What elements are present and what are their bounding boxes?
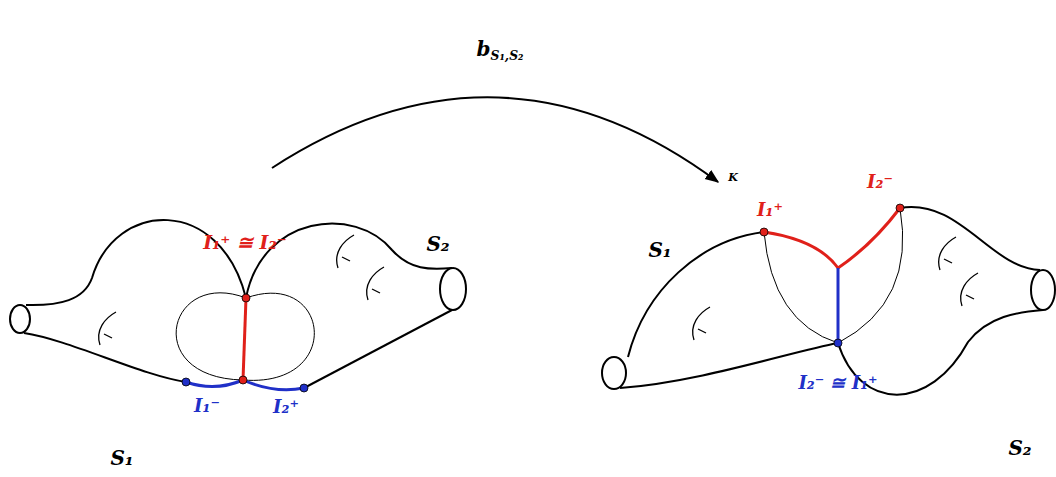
endpoint-dot bbox=[760, 228, 768, 236]
right-surface bbox=[602, 207, 1055, 395]
endpoint-dot bbox=[242, 294, 250, 302]
interval-segment bbox=[837, 268, 840, 343]
interval-label: I₁⁺ ≅ I₂⁻ bbox=[203, 232, 287, 253]
interval-arc bbox=[838, 208, 900, 268]
interval-label: I₂⁺ bbox=[273, 397, 299, 417]
interval-segment bbox=[243, 298, 246, 380]
interval-label: I₂⁻ bbox=[867, 172, 893, 192]
interval-arc bbox=[764, 232, 838, 268]
interval-label: I₁⁺ bbox=[757, 200, 783, 220]
endpoint-dot bbox=[182, 378, 190, 386]
surface-label: S₂ bbox=[426, 233, 449, 255]
interval-label: I₂⁻ ≅ I₁⁺ bbox=[798, 373, 877, 393]
handle-symbol bbox=[693, 237, 978, 340]
map-arrow bbox=[272, 97, 718, 182]
surface-label: S₁ bbox=[648, 239, 671, 261]
interval-arc bbox=[243, 380, 304, 390]
interval-arc bbox=[186, 380, 243, 387]
surface-label: S₂ bbox=[1008, 437, 1031, 459]
endpoint-dot bbox=[834, 339, 842, 347]
interval-label: I₁⁻ bbox=[194, 396, 220, 416]
endpoint-dot bbox=[239, 376, 247, 384]
map-name: bS₁,S₂ bbox=[476, 38, 523, 63]
surface-label: S₁ bbox=[110, 447, 133, 469]
endpoint-dot bbox=[300, 384, 308, 392]
map-letter: K bbox=[728, 172, 738, 184]
endpoint-dot bbox=[896, 204, 904, 212]
left-surface bbox=[10, 220, 466, 388]
